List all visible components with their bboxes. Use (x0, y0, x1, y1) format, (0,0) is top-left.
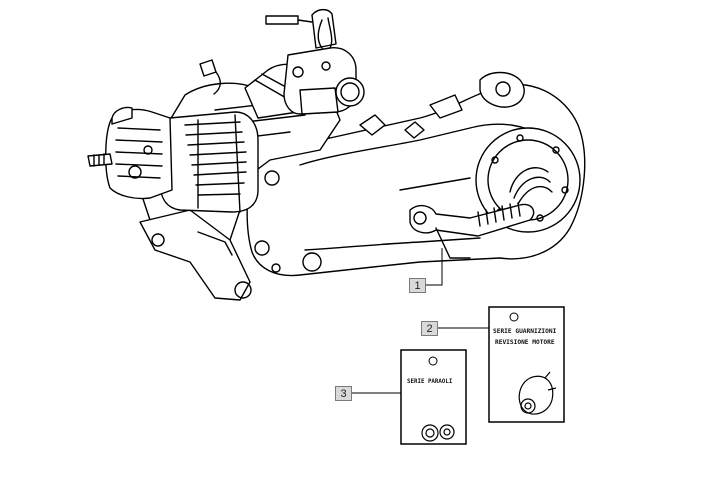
callout-3[interactable]: 3 (335, 386, 352, 401)
oil-seal-kit-card[interactable]: SERIE PARAOLI (400, 349, 467, 445)
carburetor-top (311, 8, 337, 49)
gasket-kit-line-1: SERIE GUARNIZIONI (493, 328, 557, 335)
callout-2[interactable]: 2 (421, 321, 438, 336)
callout-1[interactable]: 1 (409, 278, 426, 293)
leader-line-1 (426, 248, 443, 286)
oil-plug (302, 252, 322, 272)
choke-rod-link (297, 19, 313, 23)
head-bolt (128, 165, 142, 179)
cylinder-fins (184, 121, 247, 196)
spark-plug-threads (93, 153, 105, 167)
crankcase-mount-bolt (254, 240, 270, 256)
gasket-drawing (518, 371, 557, 415)
gasket-kit-line-2: REVISIONE MOTORE (495, 339, 555, 346)
oil-seal-drawing (421, 424, 455, 442)
mount-plate-slot (197, 231, 233, 256)
leader-lines (352, 248, 489, 394)
mount-bracket-3 (429, 94, 463, 119)
pulley-bolt-2 (516, 134, 524, 142)
kickstart-pivot (413, 211, 427, 225)
front-mount-hole-1 (151, 233, 165, 247)
cover-ridge (399, 177, 471, 191)
rear-mount-boss (479, 71, 525, 108)
lower-bolt (271, 263, 281, 273)
pulley-bolt-5 (536, 214, 544, 222)
carburetor-jet (321, 61, 331, 71)
kickstart-arm (435, 227, 471, 259)
choke-rod (265, 15, 299, 25)
pulley-hub-spiral (509, 167, 553, 205)
oil-seal-kit-line-1: SERIE PARAOLI (407, 379, 452, 385)
kickstart-pedal-grip (477, 202, 521, 227)
engine-assembly-drawing[interactable] (87, 8, 586, 301)
shroud-edge (197, 114, 241, 213)
carburetor-screw (292, 66, 304, 78)
pulley-bolt-1 (491, 156, 499, 164)
crankcase-stud (199, 59, 217, 77)
pulley-bolt-3 (552, 146, 560, 154)
oil-seal-kit-card-hole (428, 356, 438, 366)
cover-lower-contour (304, 237, 481, 251)
front-mount-plate (139, 209, 251, 301)
crankcase-bolt (264, 170, 280, 186)
throttle-cable (317, 17, 333, 49)
spark-plug (87, 153, 113, 167)
head-fins (115, 127, 163, 179)
carburetor-bore (340, 82, 360, 102)
breather (213, 71, 221, 95)
gasket-kit-card[interactable]: SERIE GUARNIZIONI REVISIONE MOTORE (488, 306, 565, 423)
mount-bracket (359, 114, 386, 136)
head-nut (143, 145, 153, 155)
carburetor-float-bowl (299, 87, 339, 115)
pulley-bolt-4 (561, 186, 569, 194)
oil-seal-kit-card-frame (400, 349, 467, 445)
mount-bracket-2 (404, 121, 425, 139)
gasket-kit-card-hole (509, 312, 519, 322)
head-cap (111, 106, 133, 125)
rear-mount-hole (495, 81, 511, 97)
gasket-kit-card-frame (488, 306, 565, 423)
front-mount-hole-2 (234, 281, 252, 299)
carburetor-intake-mouth (335, 77, 365, 107)
